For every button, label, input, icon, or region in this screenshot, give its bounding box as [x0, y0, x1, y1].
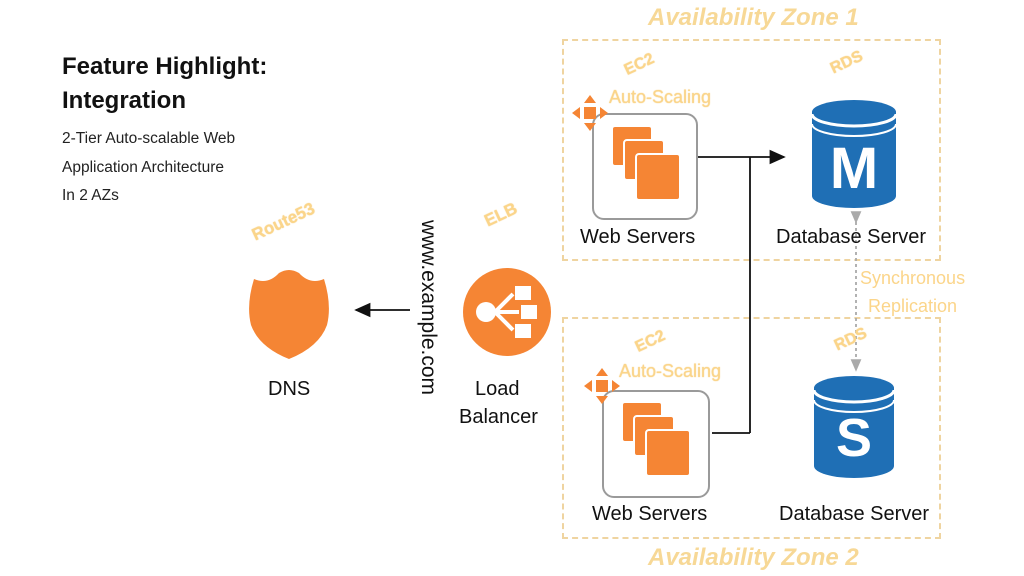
dns-label: DNS — [268, 378, 311, 400]
shield-icon — [249, 270, 329, 359]
slide-subtitle: 2-Tier Auto-scalable Web Application Arc… — [62, 125, 235, 211]
replication-label: Synchronous Replication — [860, 264, 965, 320]
az1-web-servers-label: Web Servers — [580, 226, 696, 248]
az1-autoscaling-label: Auto-Scaling — [609, 87, 712, 107]
db-master-letter: M — [830, 136, 878, 201]
zone-2-label: Availability Zone 2 — [648, 544, 859, 571]
replication-line-2: Replication — [868, 296, 958, 316]
az2-server-stack-icon — [622, 402, 691, 477]
db-slave-letter: S — [836, 408, 872, 468]
database-cylinder-icon-2: S — [812, 376, 896, 478]
subtitle-line-3: In 2 AZs — [62, 187, 119, 204]
elb-label-line-1: Load — [475, 378, 520, 400]
az1-server-stack-icon — [612, 126, 681, 201]
subtitle-line-2: Application Architecture — [62, 158, 224, 176]
zone-1-box — [562, 39, 941, 261]
title-line-1: Feature Highlight: — [62, 53, 268, 80]
slide-title: Feature Highlight: Integration — [62, 50, 267, 118]
subtitle-line-1: 2-Tier Auto-scalable Web — [62, 130, 236, 147]
az2-autoscaling-label: Auto-Scaling — [619, 361, 722, 381]
replication-line-1: Synchronous — [860, 268, 966, 288]
database-cylinder-icon: M — [810, 100, 898, 208]
az1-autoscaling-arrows-icon — [572, 95, 608, 131]
az1-database-label: Database Server — [776, 226, 927, 248]
zone-1-label: Availability Zone 1 — [648, 4, 859, 31]
az2-database-label: Database Server — [779, 503, 930, 525]
domain-label: www.example.com — [417, 220, 440, 396]
load-balancer-icon — [463, 268, 551, 356]
zone-2-box — [562, 317, 941, 539]
title-line-2: Integration — [62, 87, 186, 114]
elb-label-line-2: Balancer — [459, 406, 538, 428]
az2-web-servers-label: Web Servers — [592, 503, 708, 525]
az2-autoscaling-arrows-icon — [584, 368, 620, 404]
